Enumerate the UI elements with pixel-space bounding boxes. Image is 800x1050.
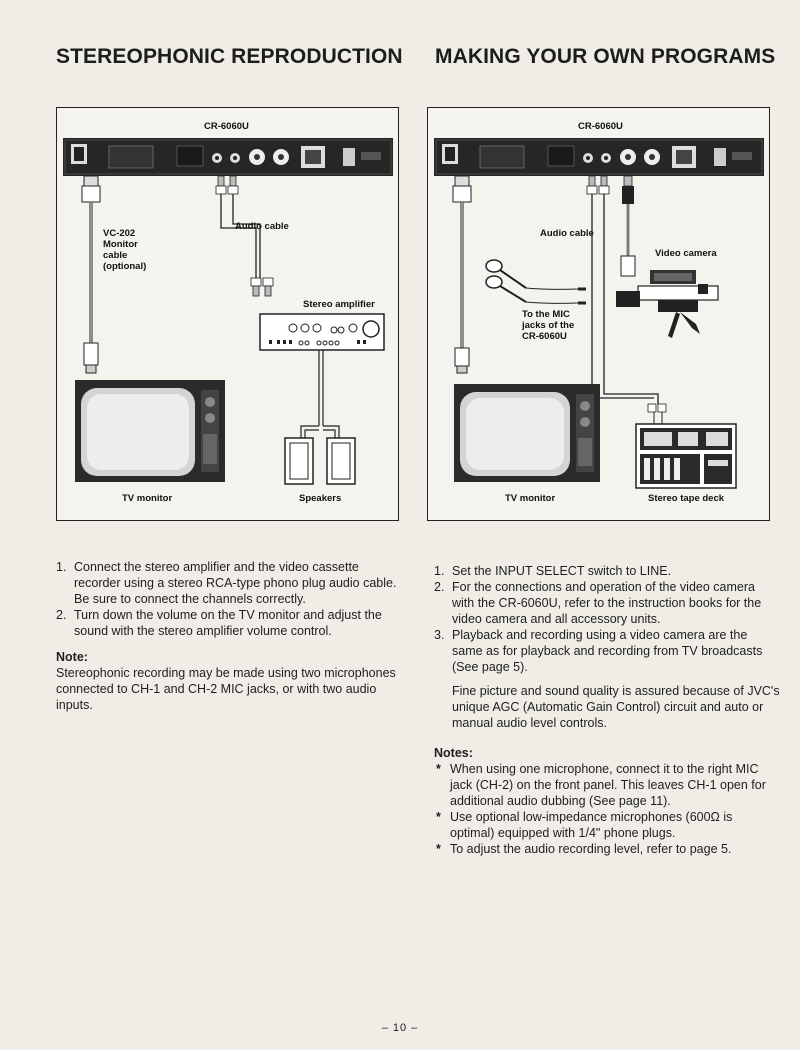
amplifier-label: Stereo amplifier [303,299,375,310]
microphones-illustration [485,259,586,305]
audio-cable-illustration [215,175,274,297]
stereo-connection-diagram: CR-6060U VC-202 Monitor cable (optional)… [56,107,399,521]
step-text: For the connections and operation of the… [452,580,762,626]
note-mark: * [436,762,441,776]
speakers-illustration [284,437,356,485]
step-number: 1. [56,560,67,574]
note-text: Use optional low-impedance microphones (… [450,810,733,840]
step-number: 1. [434,564,445,578]
tv-monitor-label: TV monitor [505,493,556,504]
mic-jacks-label: To the MIC jacks of the CR-6060U [522,309,575,342]
monitor-cable-illustration [81,175,101,374]
audio-cable-label: Audio cable [540,228,594,239]
video-camera-illustration [616,270,719,338]
step-text: Connect the stereo amplifier and the vid… [74,560,397,606]
tape-deck-cable-illustration [653,412,663,424]
step-3: 3. Playback and recording using a video c… [434,627,780,731]
section-title-programs: MAKING YOUR OWN PROGRAMS [435,45,776,68]
audio-cable-label: Audio cable [235,221,289,232]
step-1: 1. Set the INPUT SELECT switch to LINE. [434,563,780,579]
step-number: 2. [56,608,67,622]
monitor-cable-label: VC-202 Monitor cable (optional) [103,228,147,272]
step-number: 2. [434,580,445,594]
program-making-diagram: CR-6060U Audio cable Video camera To the… [427,107,770,521]
page-number: – 10 – [381,1022,419,1034]
note-mark: * [436,810,441,824]
speaker-wire-illustration [300,350,340,438]
step-2: 2. Turn down the volume on the TV monitor… [56,607,400,639]
note-text: Stereophonic recording may be made using… [56,666,396,712]
step-extra-text: Fine picture and sound quality is assure… [452,684,780,730]
tv-monitor-label: TV monitor [122,493,173,504]
speakers-label: Speakers [299,493,342,504]
program-instructions: 1. Set the INPUT SELECT switch to LINE. 2… [434,563,780,857]
monitor-cable-illustration [452,175,472,374]
step-2: 2. For the connections and operation of t… [434,579,780,627]
step-text: Playback and recording using a video cam… [452,628,763,674]
stereo-instructions: 1. Connect the stereo amplifier and the v… [56,559,400,713]
vcr-rear-panel-illustration [434,138,764,176]
step-text: Set the INPUT SELECT switch to LINE. [452,564,672,578]
note-text: When using one microphone, connect it to… [450,762,766,808]
note-item: * Use optional low-impedance microphones … [434,809,780,841]
note-heading: Note: [56,650,88,664]
note-item: * When using one microphone, connect it t… [434,761,780,809]
section-title-stereo: STEREOPHONIC REPRODUCTION [56,45,403,68]
tv-monitor-illustration [75,380,225,482]
step-1: 1. Connect the stereo amplifier and the v… [56,559,400,607]
stereo-amplifier-illustration [259,313,385,351]
note-item: * To adjust the audio recording level, re… [434,841,780,857]
note-text: To adjust the audio recording level, ref… [450,842,732,856]
tv-monitor-illustration [454,384,600,482]
note-mark: * [436,842,441,856]
notes-heading: Notes: [434,746,473,760]
vcr-rear-panel-illustration [63,138,393,176]
video-camera-label: Video camera [655,248,717,259]
camera-cable-illustration [620,175,636,277]
deck-label: CR-6060U [204,121,249,132]
tape-deck-label: Stereo tape deck [648,493,725,504]
stereo-tape-deck-illustration [635,423,737,489]
step-text: Turn down the volume on the TV monitor a… [74,608,382,638]
step-number: 3. [434,628,445,642]
deck-label: CR-6060U [578,121,623,132]
